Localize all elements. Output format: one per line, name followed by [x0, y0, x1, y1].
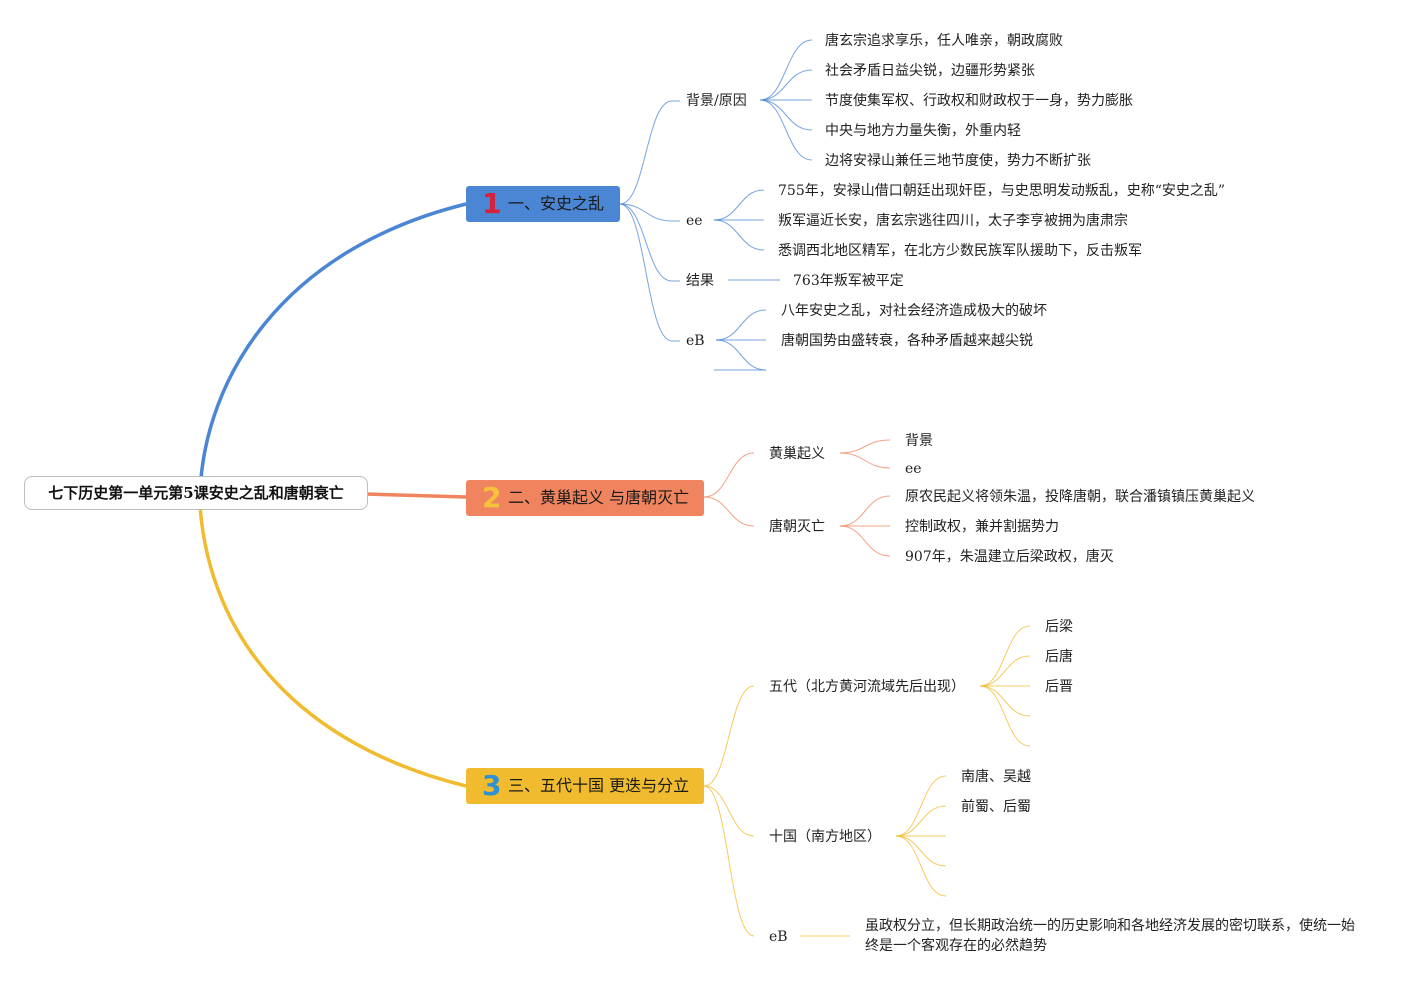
leaf-link — [759, 39, 813, 101]
leaf-text[interactable]: 763年叛军被平定 — [793, 273, 904, 289]
leaf-link — [713, 189, 765, 221]
subtopic-background[interactable]: 背景/原因 — [686, 93, 747, 109]
leaf-link — [895, 805, 947, 837]
subtopic-huangchao-uprising[interactable]: 黄巢起义 — [769, 446, 825, 462]
branch-3-link — [703, 685, 755, 787]
number-3-icon: 3 — [482, 769, 502, 802]
number-1-icon: 1 — [482, 187, 502, 220]
subtopic-eb-3[interactable]: eB — [769, 929, 788, 945]
branch-2[interactable]: 2 二、黄巢起义 与唐朝灭亡 — [466, 480, 704, 516]
main-curve-1 — [198, 202, 467, 493]
subtopic-ee[interactable]: ee — [686, 213, 703, 229]
leaf-text[interactable]: 南唐、吴越 — [961, 769, 1031, 785]
leaf-link — [839, 452, 891, 469]
branch-3-label: 三、五代十国 更迭与分立 — [508, 776, 690, 795]
root-topic[interactable]: 七下历史第一单元第5课安史之乱和唐朝衰亡 — [24, 476, 368, 510]
branch-2-link — [703, 496, 755, 527]
subtopic-ten-kingdoms[interactable]: 十国（南方地区） — [769, 829, 881, 845]
leaf-link — [979, 685, 1031, 717]
leaf-text[interactable]: 悉调西北地区精军，在北方少数民族军队援助下，反击叛军 — [778, 243, 1142, 259]
leaf-link — [759, 69, 813, 101]
leaf-link — [715, 309, 767, 341]
branch-3-link — [703, 785, 755, 837]
branch-3-link — [703, 785, 755, 937]
leaf-link — [895, 835, 947, 867]
leaf-link — [895, 835, 947, 897]
leaf-text[interactable]: 控制政权，兼并割据势力 — [905, 519, 1059, 535]
subtopic-tang-fall[interactable]: 唐朝灭亡 — [769, 519, 825, 535]
leaf-text[interactable]: 原农民起义将领朱温，投降唐朝，联合潘镇镇压黄巢起义 — [905, 489, 1255, 505]
leaf-text[interactable]: 前蜀、后蜀 — [961, 799, 1031, 815]
leaf-link — [759, 99, 813, 161]
leaf-link — [839, 439, 891, 454]
branch-1-link — [619, 203, 673, 342]
branch-1[interactable]: 1 一、安史之乱 — [466, 186, 620, 222]
leaf-link — [979, 625, 1031, 687]
leaf-text[interactable]: 背景 — [905, 433, 933, 449]
leaf-text[interactable]: 八年安史之乱，对社会经济造成极大的破坏 — [781, 303, 1047, 319]
main-curve-3 — [198, 505, 467, 788]
leaf-link — [839, 495, 891, 527]
leaf-text[interactable]: 社会矛盾日益尖锐，边疆形势紧张 — [825, 63, 1035, 79]
leaf-text[interactable]: 后晋 — [1045, 679, 1073, 695]
subtopic-five-dynasties[interactable]: 五代（北方黄河流域先后出现） — [769, 679, 965, 695]
leaf-text[interactable]: 907年，朱温建立后梁政权，唐灭 — [905, 549, 1114, 565]
leaf-text[interactable]: 叛军逼近长安，唐玄宗逃往四川，太子李亨被拥为唐肃宗 — [778, 213, 1128, 229]
leaf-link — [759, 99, 813, 131]
leaf-text[interactable]: 节度使集军权、行政权和财政权于一身，势力膨胀 — [825, 93, 1133, 109]
subtopic-eb[interactable]: eB — [686, 333, 705, 349]
leaf-text[interactable]: 边将安禄山兼任三地节度使，势力不断扩张 — [825, 153, 1091, 169]
branch-3[interactable]: 3 三、五代十国 更迭与分立 — [466, 768, 704, 804]
leaf-link — [979, 655, 1031, 687]
leaf-text[interactable]: 唐玄宗追求享乐，任人唯亲，朝政腐败 — [825, 33, 1063, 49]
branch-2-label: 二、黄巢起义 与唐朝灭亡 — [508, 488, 690, 507]
leaf-text[interactable]: 后唐 — [1045, 649, 1073, 665]
branch-1-label: 一、安史之乱 — [508, 194, 605, 213]
leaf-text[interactable]: 755年，安禄山借口朝廷出现奸臣，与史思明发动叛乱，史称“安史之乱” — [778, 183, 1226, 199]
leaf-text[interactable]: ee — [905, 461, 922, 477]
subtopic-result[interactable]: 结果 — [686, 273, 714, 289]
leaf-text[interactable]: 后梁 — [1045, 619, 1073, 635]
branch-1-link — [619, 203, 673, 222]
leaf-text[interactable]: 中央与地方力量失衡，外重内轻 — [825, 123, 1021, 139]
leaf-link — [979, 685, 1031, 747]
leaf-link — [715, 339, 767, 371]
leaf-text[interactable]: 虽政权分立，但长期政治统一的历史影响和各地经济发展的密切联系，使统一始终是一个客… — [865, 918, 1355, 954]
branch-2-link — [703, 452, 755, 498]
leaf-text[interactable]: 唐朝国势由盛转衰，各种矛盾越来越尖锐 — [781, 333, 1033, 349]
main-curve-2 — [365, 492, 467, 499]
leaf-link — [895, 775, 947, 837]
branch-1-link — [619, 203, 673, 282]
branch-1-link — [619, 100, 673, 205]
leaf-link — [839, 525, 891, 557]
leaf-link — [713, 219, 765, 251]
number-2-icon: 2 — [482, 481, 502, 514]
